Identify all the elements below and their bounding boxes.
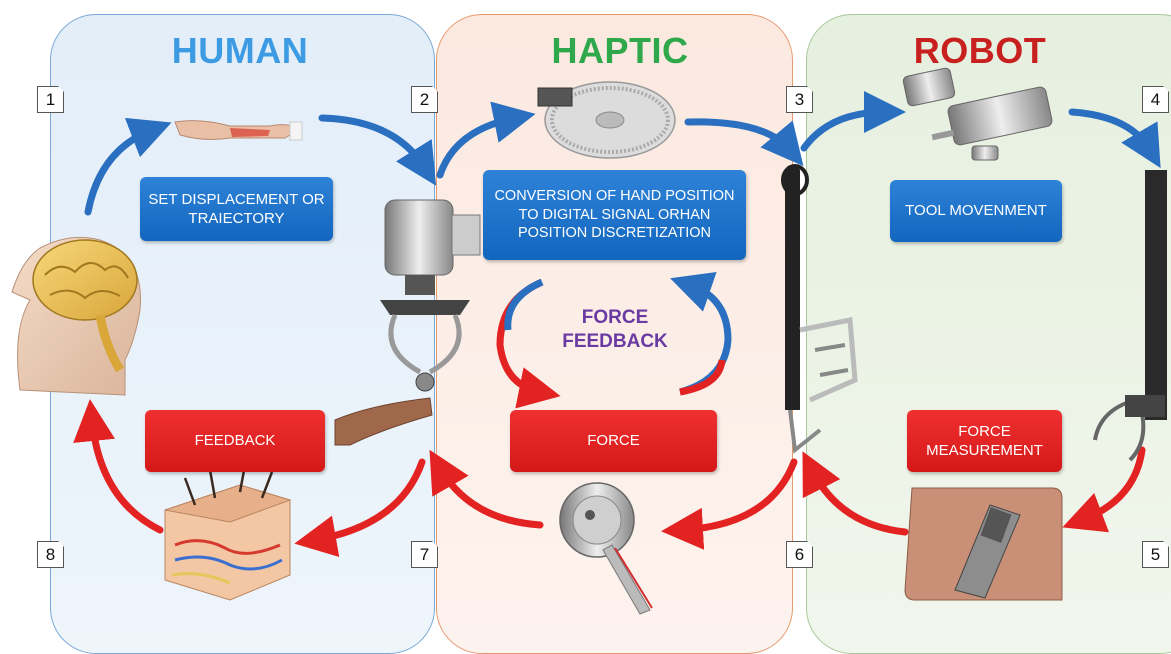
loop-arrow-right: [670, 271, 732, 396]
arrow-3: [684, 118, 804, 167]
arm-icon: [174, 120, 303, 141]
arrow-4: [1068, 108, 1161, 169]
step-3-label: 3: [786, 86, 813, 113]
encoder-disc-icon: [537, 81, 676, 159]
step-5-label: 5: [1142, 541, 1169, 568]
arrow-2-haptic: [436, 101, 536, 179]
heading-haptic: HAPTIC: [551, 30, 689, 71]
force-box: FORCE: [510, 410, 717, 472]
step-6-label: 6: [786, 541, 813, 568]
arrow-6-7: [661, 458, 798, 550]
loop-arrow-right-bottom: [679, 359, 726, 396]
skin-section-icon: [164, 464, 292, 601]
step-7-label: 7: [411, 541, 438, 568]
motors-icon: [902, 67, 1053, 161]
tool-movement-box: TOOL MOVENMENT: [890, 180, 1062, 242]
robot-grasper-icon: [1093, 170, 1167, 462]
step-8-label: 8: [37, 541, 64, 568]
arrow-1-2: [84, 117, 172, 216]
heading-robot: ROBOT: [913, 30, 1047, 71]
step-2-label: 2: [411, 86, 438, 113]
step-4-label: 4: [1142, 86, 1169, 113]
illustration-layer: [11, 67, 1167, 615]
step-1-label: 1: [37, 86, 64, 113]
feedback-box: FEEDBACK: [145, 410, 325, 472]
blue-arrows: [84, 91, 1161, 216]
red-arrows: [73, 399, 1146, 558]
haptic-device-icon: [334, 199, 481, 446]
load-cell-icon: [559, 482, 653, 615]
arrow-8-1: [73, 399, 164, 534]
force-feedback-label: FORCE FEEDBACK: [562, 307, 668, 352]
arrow-5-6: [802, 451, 909, 536]
arrow-5: [1062, 446, 1146, 533]
force-sensor-icon: [904, 487, 1063, 601]
force-measurement-box: FORCE MEASUREMENT: [907, 410, 1062, 472]
set-displacement-box: SET DISPLACEMENT OR TRAIECTORY: [140, 177, 333, 241]
arrow-7-8: [294, 458, 426, 558]
loop-arrow-left-top: [504, 278, 544, 331]
conversion-box: CONVERSION OF HAND POSITION TO DIGITAL S…: [483, 170, 746, 260]
arrow-3-4: [800, 91, 906, 152]
robot-tool-icon: [781, 164, 858, 454]
heading-human: HUMAN: [171, 30, 309, 71]
arrow-7: [429, 449, 544, 529]
arrow-2-3: [318, 114, 437, 186]
brain-head-icon: [11, 236, 141, 396]
